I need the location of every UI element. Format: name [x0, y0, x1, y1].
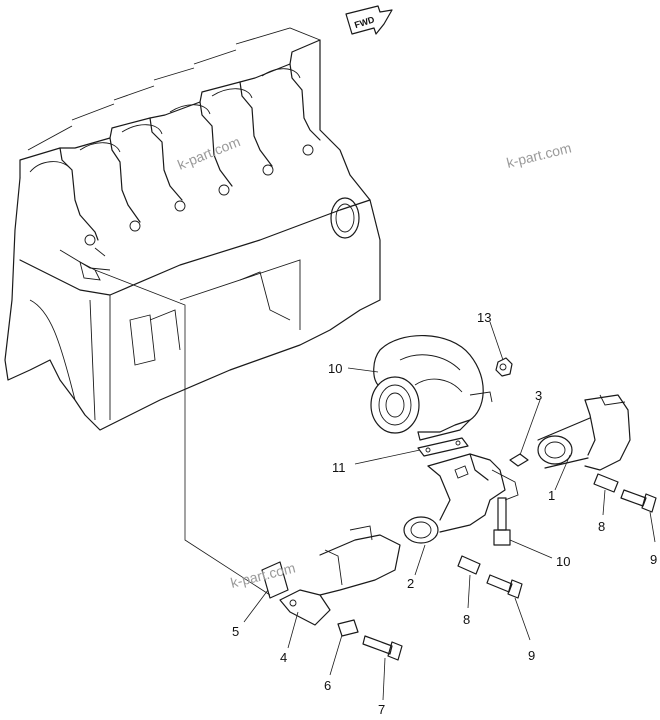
callout-6: 6: [324, 678, 331, 693]
turbocharger: [370, 334, 493, 441]
sleeve-8-center: [457, 555, 481, 575]
callout-4: 4: [280, 650, 287, 665]
callout-leaders: [243, 321, 656, 701]
callout-3: 3: [535, 388, 542, 403]
callout-8-right: 8: [598, 519, 605, 534]
bolt-9-right: [620, 489, 657, 513]
sleeve-6: [337, 619, 359, 637]
watermark-text: k-part.com: [175, 133, 242, 173]
callout-13: 13: [477, 310, 491, 325]
engine-block: [4, 27, 381, 431]
gasket-3: [509, 453, 529, 467]
watermark-text: k-part.com: [505, 139, 573, 171]
callout-5: 5: [232, 624, 239, 639]
callout-9-center: 9: [528, 648, 535, 663]
bolt-7: [362, 635, 403, 661]
callout-8-center: 8: [463, 612, 470, 627]
callout-1: 1: [548, 488, 555, 503]
callout-10: 10: [328, 361, 342, 376]
callout-7: 7: [378, 702, 385, 717]
bolt-12: [493, 497, 511, 546]
bolt-9-center: [486, 574, 523, 599]
sleeve-8-right: [593, 473, 619, 493]
exhaust-manifold-left: [279, 525, 401, 626]
callout-9-right: 9: [650, 552, 657, 567]
exhaust-manifold-center: [403, 453, 519, 544]
callout-12: 10: [556, 554, 570, 569]
nut-13: [495, 357, 513, 377]
exhaust-manifold-right: [537, 394, 631, 471]
gasket-11: [417, 437, 469, 457]
callout-2: 2: [407, 576, 414, 591]
callout-11: 11: [332, 460, 346, 475]
port-leader-line: [94, 269, 271, 596]
fwd-arrow-icon: FWD: [345, 5, 393, 35]
gasket-5: [261, 561, 289, 599]
